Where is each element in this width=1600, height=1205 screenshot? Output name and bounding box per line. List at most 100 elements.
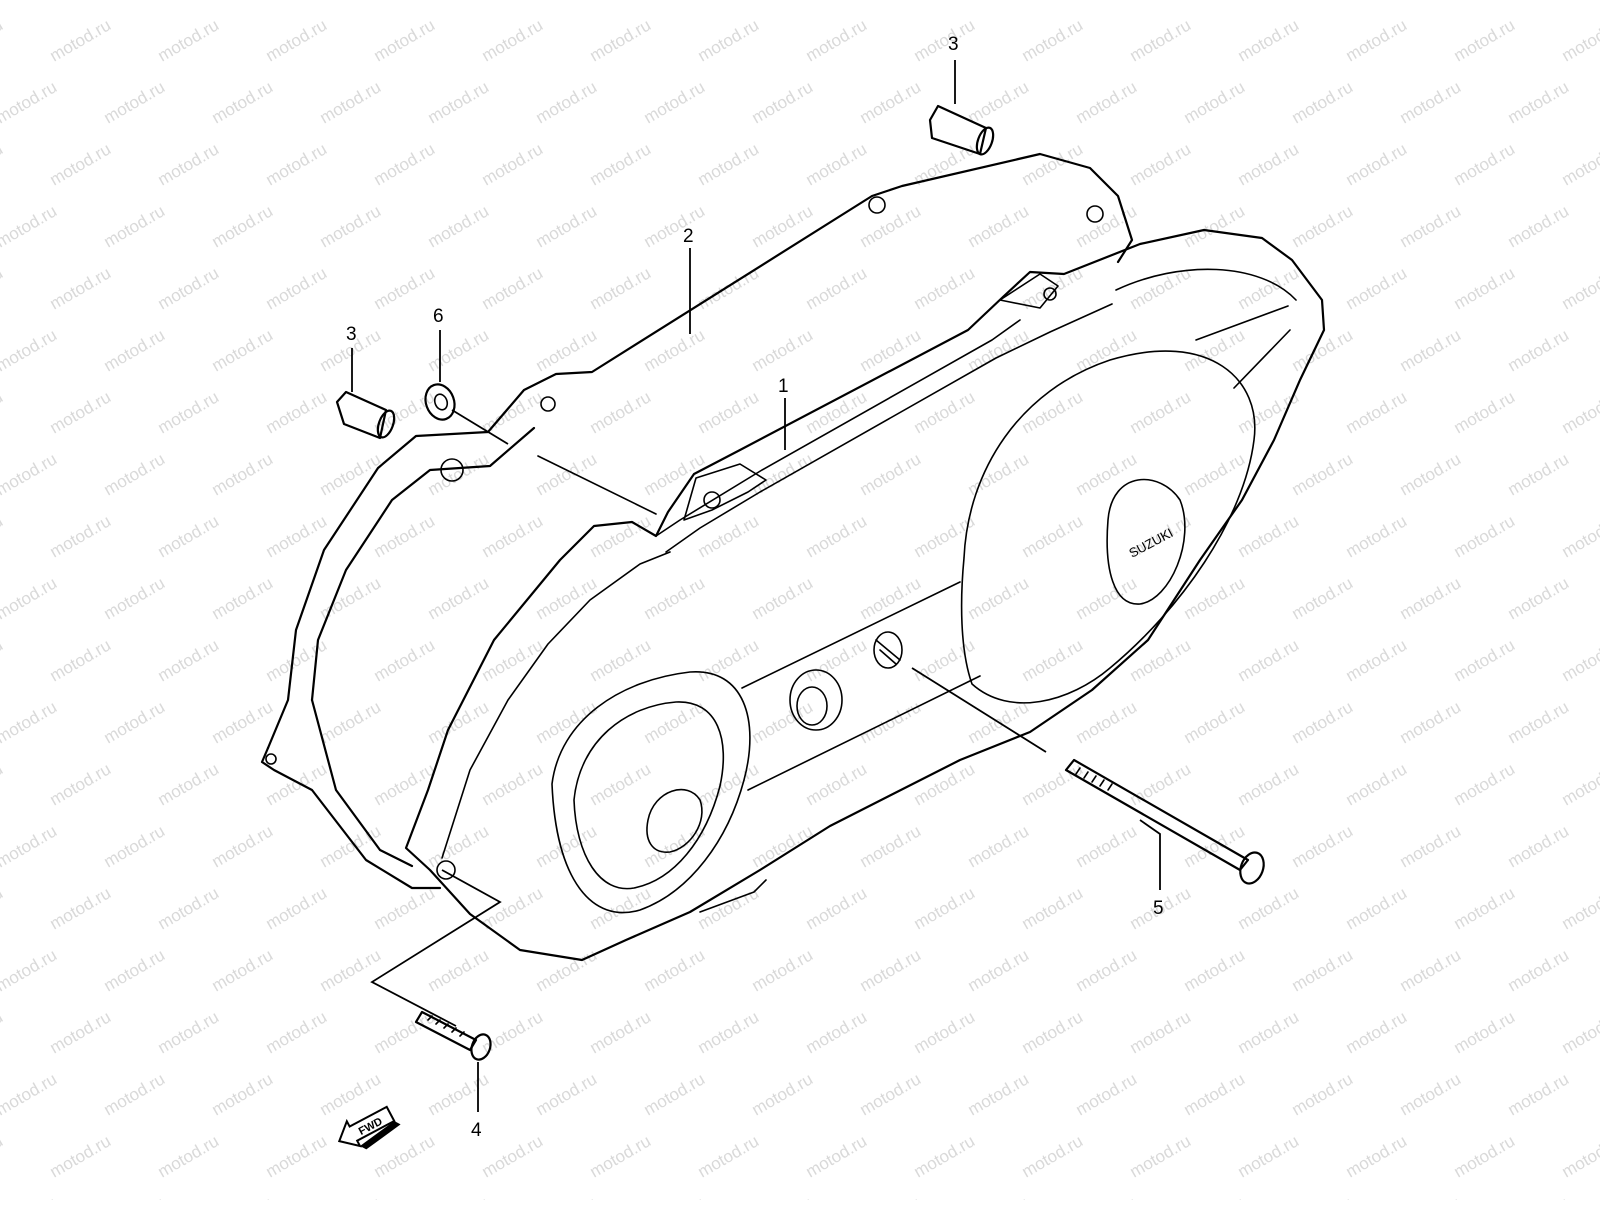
watermark-text: motod.ru	[587, 1131, 655, 1181]
watermark-text: motod.ru	[1019, 387, 1087, 437]
gasket-part-2[interactable]	[262, 154, 1132, 888]
watermark-text: motod.ru	[1451, 139, 1519, 189]
watermark-text: motod.ru	[533, 0, 601, 3]
watermark-text: motod.ru	[209, 945, 277, 995]
callout-part-5: 5	[1153, 898, 1164, 919]
watermark-text: motod.ru	[47, 635, 115, 685]
watermark-text: motod.ru	[533, 697, 601, 747]
watermark-text: motod.ru	[1181, 77, 1249, 127]
watermark-text: motod.ru	[1289, 0, 1357, 3]
watermark-text: motod.ru	[1451, 387, 1519, 437]
watermark-text: motod.ru	[0, 263, 6, 313]
watermark-text: motod.ru	[371, 15, 439, 65]
watermark-text: motod.ru	[1235, 139, 1303, 189]
watermark-text: motod.ru	[371, 635, 439, 685]
watermark-text: motod.ru	[1181, 697, 1249, 747]
watermark-text: motod.ru	[1343, 759, 1411, 809]
watermark-text: motod.ru	[1235, 15, 1303, 65]
watermark-text: motod.ru	[263, 883, 331, 933]
watermark-text: motod.ru	[47, 15, 115, 65]
watermark-text: motod.ru	[0, 77, 60, 127]
watermark-text: motod.ru	[0, 573, 60, 623]
watermark-text: motod.ru	[803, 263, 871, 313]
watermark-text: motod.ru	[641, 449, 709, 499]
watermark-text: motod.ru	[1289, 573, 1357, 623]
watermark-text: motod.ru	[641, 201, 709, 251]
watermark-text: motod.ru	[1073, 1193, 1141, 1200]
watermark-text: motod.ru	[1559, 883, 1600, 933]
watermark-text: motod.ru	[803, 511, 871, 561]
watermark-text: motod.ru	[911, 263, 979, 313]
watermark-text: motod.ru	[857, 325, 925, 375]
watermark-text: motod.ru	[857, 77, 925, 127]
watermark-text: motod.ru	[209, 573, 277, 623]
watermark-text: motod.ru	[371, 139, 439, 189]
watermark-text: motod.ru	[263, 387, 331, 437]
watermark-text: motod.ru	[101, 1193, 169, 1200]
watermark-text: motod.ru	[1397, 945, 1465, 995]
watermark-text: motod.ru	[749, 77, 817, 127]
watermark-text: motod.ru	[749, 573, 817, 623]
watermark-text: motod.ru	[1235, 1131, 1303, 1181]
watermark-text: motod.ru	[0, 635, 6, 685]
watermark-text: motod.ru	[1505, 945, 1573, 995]
watermark-text: motod.ru	[1127, 759, 1195, 809]
watermark-text: motod.ru	[209, 0, 277, 3]
watermark-text: motod.ru	[1505, 201, 1573, 251]
watermark-text: motod.ru	[695, 1007, 763, 1057]
watermark-text: motod.ru	[1451, 511, 1519, 561]
watermark-text: motod.ru	[209, 449, 277, 499]
watermark-text: motod.ru	[911, 387, 979, 437]
watermark-text: motod.ru	[1343, 1131, 1411, 1181]
watermark-text: motod.ru	[425, 449, 493, 499]
watermark-text: motod.ru	[1073, 821, 1141, 871]
watermark-text: motod.ru	[587, 387, 655, 437]
watermark-text: motod.ru	[1559, 15, 1600, 65]
watermark-text: motod.ru	[965, 573, 1033, 623]
watermark-text: motod.ru	[1559, 511, 1600, 561]
watermark-text: motod.ru	[1289, 1069, 1357, 1119]
watermark-text: motod.ru	[1235, 263, 1303, 313]
watermark-text: motod.ru	[0, 1193, 60, 1200]
watermark-text: motod.ru	[587, 139, 655, 189]
watermark-text: motod.ru	[1397, 697, 1465, 747]
screw-part-4[interactable]	[416, 1012, 494, 1062]
watermark-text: motod.ru	[1559, 1131, 1600, 1181]
watermark-text: motod.ru	[695, 1131, 763, 1181]
watermark-text: motod.ru	[155, 139, 223, 189]
watermark-text: motod.ru	[1127, 387, 1195, 437]
watermark-text: motod.ru	[479, 759, 547, 809]
watermark-text: motod.ru	[1019, 883, 1087, 933]
watermark-text: motod.ru	[101, 1069, 169, 1119]
watermark-text: motod.ru	[965, 1069, 1033, 1119]
watermark-text: motod.ru	[209, 201, 277, 251]
watermark-text: motod.ru	[1127, 1131, 1195, 1181]
watermark-text: motod.ru	[209, 697, 277, 747]
watermark-text: motod.ru	[1019, 1007, 1087, 1057]
watermark-text: motod.ru	[317, 77, 385, 127]
watermark-text: motod.ru	[1181, 1069, 1249, 1119]
watermark-text: motod.ru	[425, 1193, 493, 1200]
watermark-text: motod.ru	[0, 449, 60, 499]
watermark-text: motod.ru	[317, 1069, 385, 1119]
watermark-text: motod.ru	[1397, 573, 1465, 623]
watermark-text: motod.ru	[1181, 201, 1249, 251]
watermark-text: motod.ru	[47, 263, 115, 313]
watermark-text: motod.ru	[533, 325, 601, 375]
watermark-text: motod.ru	[0, 15, 6, 65]
watermark-text: motod.ru	[1559, 759, 1600, 809]
watermark-text: motod.ru	[1289, 697, 1357, 747]
watermark-text: motod.ru	[695, 387, 763, 437]
watermark-text: motod.ru	[317, 201, 385, 251]
watermark-text: motod.ru	[1073, 0, 1141, 3]
watermark-text: motod.ru	[155, 1007, 223, 1057]
watermark-text: motod.ru	[1127, 139, 1195, 189]
callout-part-6: 6	[433, 306, 444, 327]
watermark-text: motod.ru	[695, 15, 763, 65]
watermark-text: motod.ru	[1559, 1007, 1600, 1057]
watermark-text: motod.ru	[47, 139, 115, 189]
watermark-text: motod.ru	[1397, 0, 1465, 3]
washer-part-6[interactable]	[421, 380, 460, 423]
watermark-text: motod.ru	[263, 15, 331, 65]
watermark-text: motod.ru	[1397, 821, 1465, 871]
